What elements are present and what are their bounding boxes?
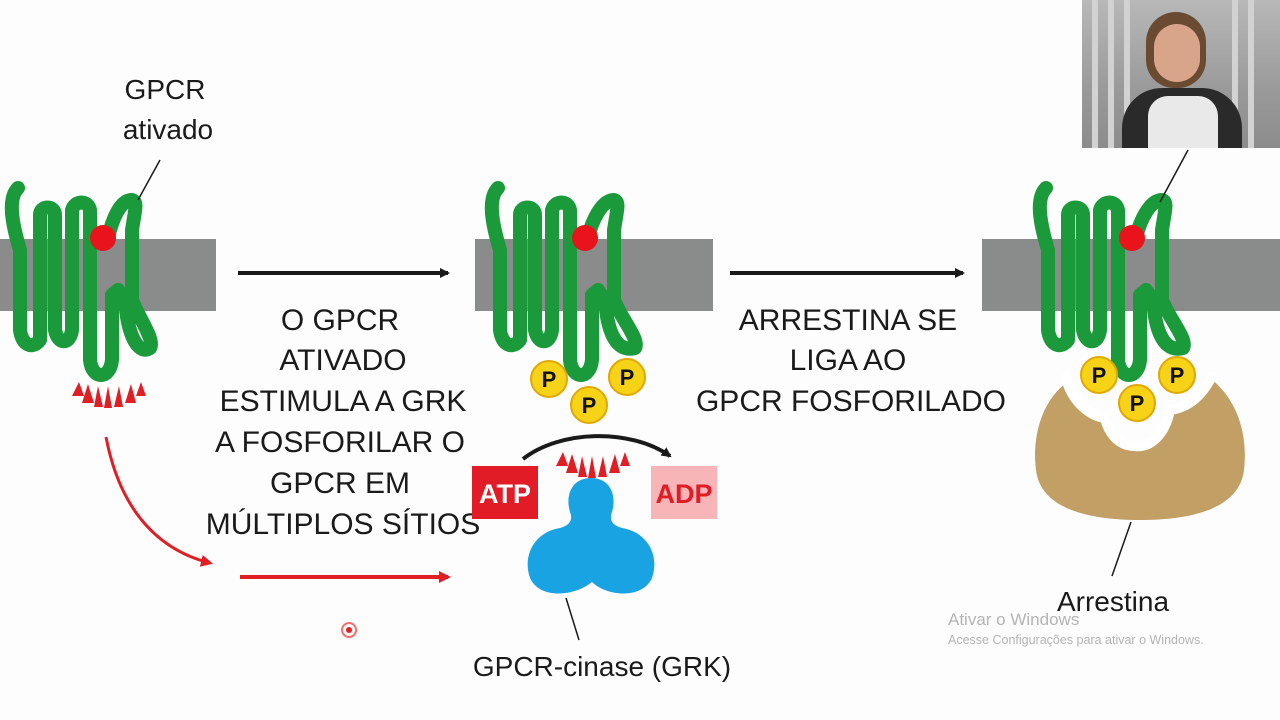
step2-caption: ARRESTINA SE LIGA AO GPCR FOSFORILADO	[696, 304, 1006, 418]
label-gpcr-line2: ativado	[123, 114, 213, 145]
step1-line: A FOSFORILAR O	[215, 426, 465, 459]
svg-text:P: P	[1092, 363, 1107, 388]
label-pointer-gpcr	[137, 159, 161, 201]
phosphate-icon: P	[1158, 356, 1196, 394]
windows-activation-watermark: Ativar o Windows Acesse Configurações pa…	[948, 610, 1204, 647]
step1-caption: O GPCR ATIVADO ESTIMULA A GRK A FOSFORIL…	[206, 304, 481, 541]
step1-line: GPCR EM	[270, 467, 410, 500]
svg-text:P: P	[582, 393, 597, 418]
grk-spark-icon	[556, 452, 630, 478]
step2-line: GPCR FOSFORILADO	[696, 385, 1006, 418]
svg-text:ATP: ATP	[479, 479, 531, 509]
watermark-title: Ativar o Windows	[948, 610, 1080, 629]
svg-text:P: P	[542, 367, 557, 392]
label-pointer-arrestin	[1111, 521, 1132, 577]
step1-line: ESTIMULA A GRK	[220, 385, 467, 418]
step1-line: O GPCR	[281, 304, 399, 337]
phosphate-icon: P	[1080, 356, 1118, 394]
cursor-dot-icon	[341, 622, 357, 638]
gpcr-receptor-activated	[4, 181, 158, 382]
arrestin-groove	[1061, 371, 1217, 452]
step1-line: ATIVADO	[279, 344, 406, 377]
label-pointer-grk	[565, 597, 580, 641]
ligand-dot-3	[1119, 225, 1145, 251]
ligand-dot-2	[572, 225, 598, 251]
ligand-dot-1	[90, 225, 116, 251]
step2-line: ARRESTINA SE	[739, 304, 957, 337]
phosphate-icon: P	[1118, 384, 1156, 422]
step2-line: LIGA AO	[790, 344, 907, 377]
gpcr-receptor-arrestin-bound	[1032, 181, 1191, 382]
svg-text:P: P	[620, 365, 635, 390]
membrane-right	[982, 239, 1280, 311]
label-pointer-gpcr-right	[1159, 149, 1189, 203]
phosphate-icon: P	[570, 386, 608, 424]
watermark-subtitle: Acesse Configurações para ativar o Windo…	[948, 633, 1204, 647]
phosphate-icon: P	[530, 360, 568, 398]
presenter-webcam	[1082, 0, 1280, 148]
svg-text:P: P	[1170, 363, 1185, 388]
red-curved-arrow	[104, 436, 213, 567]
activation-spark-icon	[72, 382, 146, 408]
label-arrestin: Arrestina	[1057, 586, 1169, 617]
reaction-arrow	[521, 434, 672, 461]
gpcr-receptor-phosphorylated	[484, 181, 643, 382]
grk-kinase-shape	[527, 478, 655, 594]
adp-box: ADP	[651, 466, 717, 519]
svg-text:P: P	[1130, 391, 1145, 416]
atp-box: ATP	[472, 466, 538, 519]
step1-line: MÚLTIPLOS SÍTIOS	[206, 508, 481, 541]
svg-text:ADP: ADP	[655, 479, 712, 509]
label-grk: GPCR-cinase (GRK)	[473, 651, 731, 682]
label-gpcr-line1: GPCR	[125, 74, 206, 105]
phosphate-icon: P	[608, 358, 646, 396]
